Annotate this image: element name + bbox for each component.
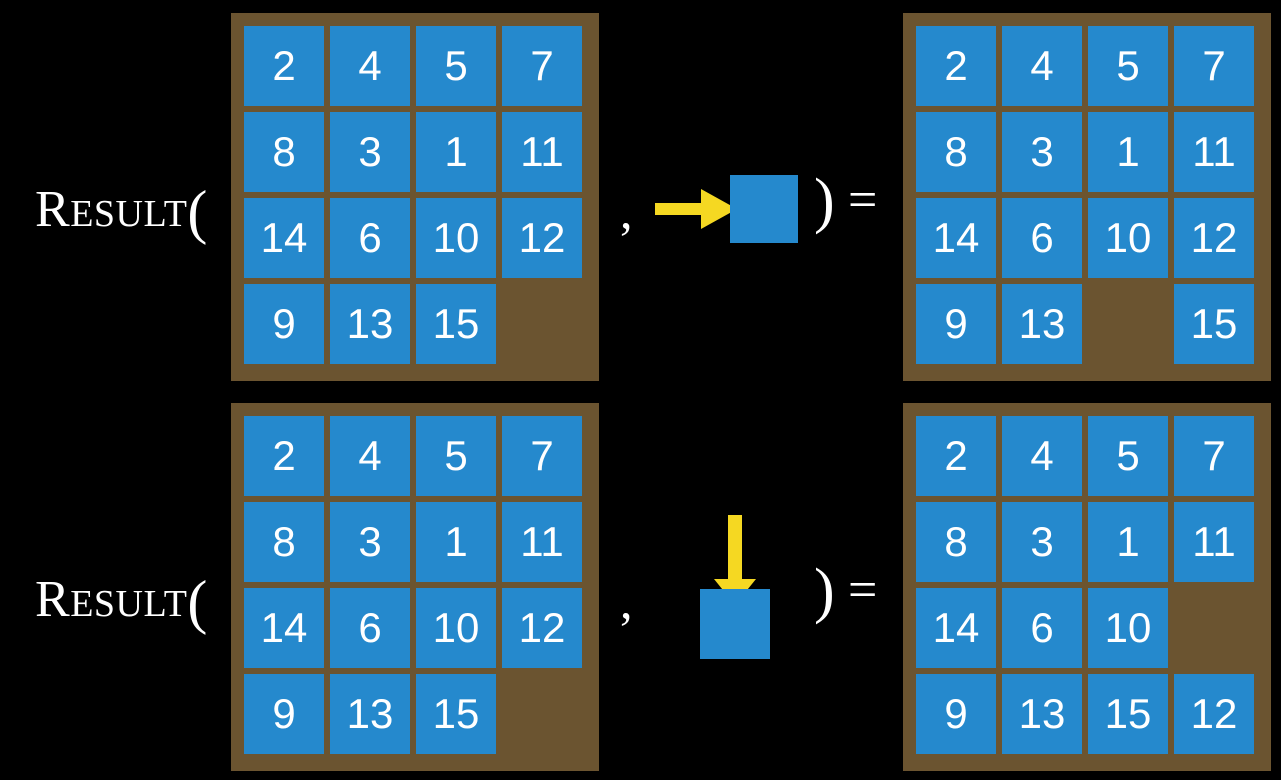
tile[interactable]: 15 bbox=[416, 674, 496, 754]
tile[interactable]: 11 bbox=[502, 502, 582, 582]
tile[interactable]: 5 bbox=[416, 416, 496, 496]
tile[interactable]: 3 bbox=[330, 112, 410, 192]
tile[interactable]: 13 bbox=[1002, 284, 1082, 364]
tile[interactable]: 9 bbox=[916, 674, 996, 754]
tile[interactable]: 9 bbox=[244, 284, 324, 364]
tile[interactable]: 8 bbox=[244, 502, 324, 582]
tile[interactable]: 1 bbox=[416, 112, 496, 192]
tile[interactable]: 9 bbox=[916, 284, 996, 364]
result-open-paren-row2: ( bbox=[187, 569, 208, 635]
result-label-rest-row1: ESULT bbox=[70, 193, 188, 235]
tile[interactable]: 5 bbox=[1088, 416, 1168, 496]
tile[interactable]: 6 bbox=[1002, 198, 1082, 278]
tile[interactable]: 1 bbox=[1088, 112, 1168, 192]
blank-tile[interactable] bbox=[1088, 284, 1168, 364]
tile[interactable]: 10 bbox=[416, 588, 496, 668]
tile[interactable]: 4 bbox=[1002, 26, 1082, 106]
tile[interactable]: 6 bbox=[1002, 588, 1082, 668]
tile[interactable]: 6 bbox=[330, 588, 410, 668]
tile[interactable]: 4 bbox=[1002, 416, 1082, 496]
equals-sign-row2: = bbox=[848, 562, 878, 619]
equals-sign-row1: = bbox=[848, 172, 878, 229]
blue-tile-icon-row1 bbox=[730, 175, 798, 243]
tile[interactable]: 1 bbox=[416, 502, 496, 582]
tile[interactable]: 3 bbox=[330, 502, 410, 582]
result-label-cap-row1: R bbox=[35, 181, 71, 238]
close-paren-row1: ) bbox=[814, 167, 835, 235]
arrow-right-icon bbox=[655, 189, 737, 229]
close-paren-row2: ) bbox=[814, 557, 835, 625]
tile[interactable]: 7 bbox=[1174, 416, 1254, 496]
tile[interactable]: 1 bbox=[1088, 502, 1168, 582]
argument-separator-row2: , bbox=[620, 573, 633, 629]
tile[interactable]: 6 bbox=[330, 198, 410, 278]
result-label-rest-row2: ESULT bbox=[70, 583, 188, 625]
tile[interactable]: 4 bbox=[330, 416, 410, 496]
tile[interactable]: 7 bbox=[502, 26, 582, 106]
tile[interactable]: 8 bbox=[916, 502, 996, 582]
tile[interactable]: 14 bbox=[244, 198, 324, 278]
tile[interactable]: 15 bbox=[1174, 284, 1254, 364]
tile[interactable]: 5 bbox=[1088, 26, 1168, 106]
tile[interactable]: 4 bbox=[330, 26, 410, 106]
output-board-down-move: 2 4 5 7 8 3 1 11 14 6 10 9 13 15 12 bbox=[903, 403, 1271, 771]
tile[interactable]: 3 bbox=[1002, 502, 1082, 582]
tile[interactable]: 11 bbox=[1174, 112, 1254, 192]
tile[interactable]: 13 bbox=[330, 674, 410, 754]
tile[interactable]: 7 bbox=[502, 416, 582, 496]
argument-separator-row1: , bbox=[620, 183, 633, 239]
tile[interactable]: 10 bbox=[416, 198, 496, 278]
blank-tile[interactable] bbox=[502, 674, 582, 754]
tile[interactable]: 12 bbox=[502, 198, 582, 278]
tile[interactable]: 3 bbox=[1002, 112, 1082, 192]
blank-tile[interactable] bbox=[1174, 588, 1254, 668]
tile[interactable]: 11 bbox=[502, 112, 582, 192]
tile[interactable]: 12 bbox=[1174, 198, 1254, 278]
result-label-row2: RESULT( bbox=[35, 566, 208, 632]
tile[interactable]: 8 bbox=[916, 112, 996, 192]
tile[interactable]: 11 bbox=[1174, 502, 1254, 582]
tile[interactable]: 10 bbox=[1088, 198, 1168, 278]
tile[interactable]: 15 bbox=[1088, 674, 1168, 754]
tile[interactable]: 15 bbox=[416, 284, 496, 364]
input-board-right-move: 2 4 5 7 8 3 1 11 14 6 10 12 9 13 15 bbox=[231, 13, 599, 381]
result-label-cap-row2: R bbox=[35, 571, 71, 628]
tile[interactable]: 13 bbox=[330, 284, 410, 364]
tile[interactable]: 2 bbox=[244, 416, 324, 496]
tile[interactable]: 8 bbox=[244, 112, 324, 192]
tile[interactable]: 14 bbox=[244, 588, 324, 668]
tile[interactable]: 12 bbox=[502, 588, 582, 668]
tile[interactable]: 5 bbox=[416, 26, 496, 106]
tile[interactable]: 14 bbox=[916, 588, 996, 668]
result-open-paren-row1: ( bbox=[187, 179, 208, 245]
tile[interactable]: 9 bbox=[244, 674, 324, 754]
tile[interactable]: 7 bbox=[1174, 26, 1254, 106]
input-board-down-move: 2 4 5 7 8 3 1 11 14 6 10 12 9 13 15 bbox=[231, 403, 599, 771]
arrow-down-icon bbox=[714, 515, 756, 605]
blue-tile-icon-row2 bbox=[700, 589, 770, 659]
tile[interactable]: 2 bbox=[916, 26, 996, 106]
tile[interactable]: 10 bbox=[1088, 588, 1168, 668]
result-label-row1: RESULT( bbox=[35, 176, 208, 242]
tile[interactable]: 14 bbox=[916, 198, 996, 278]
output-board-right-move: 2 4 5 7 8 3 1 11 14 6 10 12 9 13 15 bbox=[903, 13, 1271, 381]
tile[interactable]: 2 bbox=[244, 26, 324, 106]
blank-tile[interactable] bbox=[502, 284, 582, 364]
tile[interactable]: 2 bbox=[916, 416, 996, 496]
tile[interactable]: 13 bbox=[1002, 674, 1082, 754]
tile[interactable]: 12 bbox=[1174, 674, 1254, 754]
